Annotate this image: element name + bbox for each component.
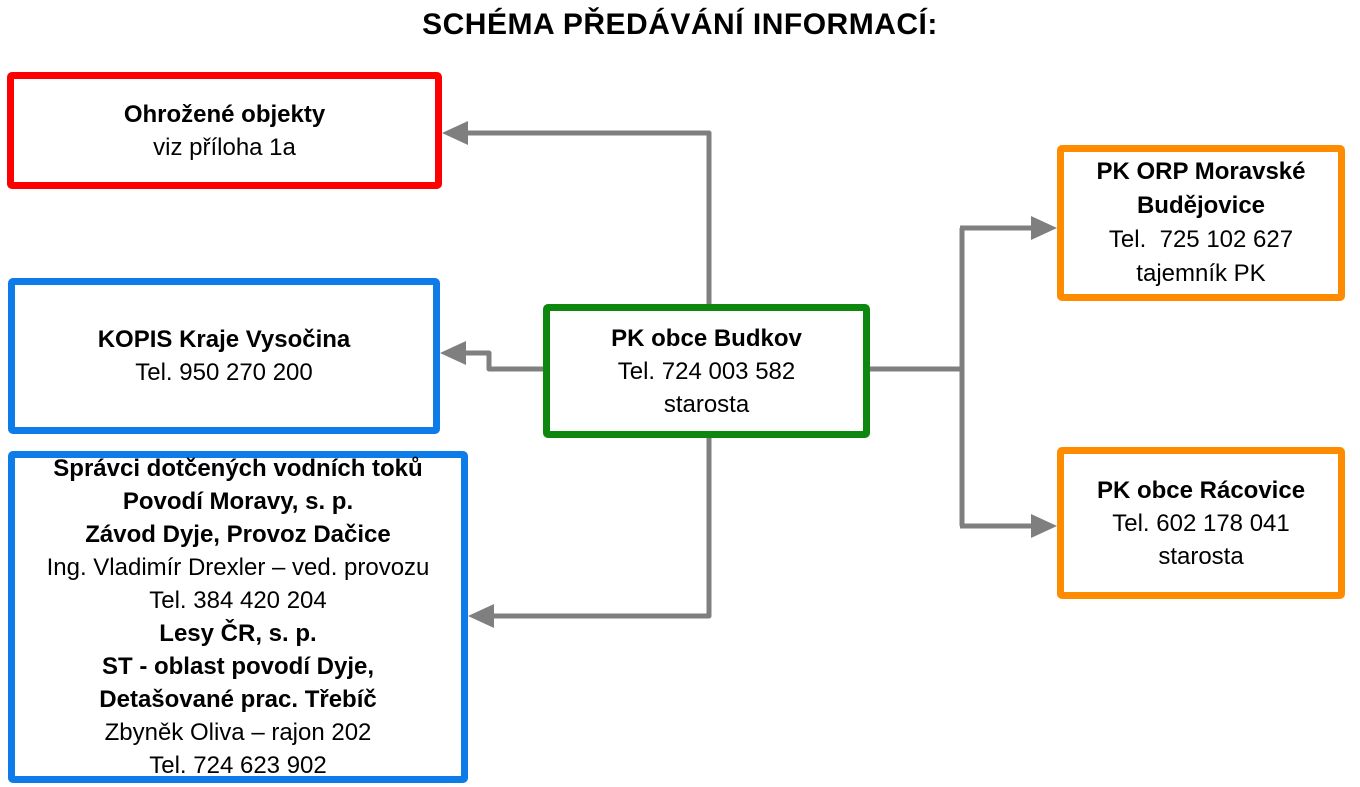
connector-budkov-to-kopis	[462, 350, 543, 372]
box-spravci-line: ST - oblast povodí Dyje,	[101, 653, 375, 680]
box-racovice-role: starosta	[1158, 542, 1244, 570]
connector-budkov-to-ohrozene	[464, 130, 712, 305]
arrowhead-left-ohrozene-icon	[442, 121, 468, 145]
box-spravci-line: Správci dotčených vodních toků	[53, 455, 423, 482]
diagram-title: SCHÉMA PŘEDÁVÁNÍ INFORMACÍ:	[422, 8, 938, 41]
box-spravci-line: Detašované prac. Třebíč	[99, 686, 377, 713]
box-spravci-line: Závod Dyje, Provoz Dačice	[85, 521, 391, 548]
box-kopis: KOPIS Kraje Vysočina Tel. 950 270 200	[8, 278, 440, 434]
box-pk-orp-moravske-budejovice: PK ORP Moravské Budějovice Tel. 725 102 …	[1057, 145, 1345, 301]
box-spravci-line: Zbyněk Oliva – rajon 202	[104, 719, 372, 746]
box-pk-obce-budkov: PK obce Budkov Tel. 724 003 582 starosta	[543, 304, 870, 438]
box-budkov-title: PK obce Budkov	[611, 324, 802, 352]
box-racovice-phone: Tel. 602 178 041	[1112, 509, 1290, 537]
box-racovice-title: PK obce Rácovice	[1096, 476, 1306, 504]
arrowhead-left-kopis-icon	[440, 341, 466, 365]
box-spravci-toku: Správci dotčených vodních toků Povodí Mo…	[8, 451, 468, 783]
box-spravci-line: Ing. Vladimír Drexler – ved. provozu	[46, 554, 430, 581]
box-spravci-line: Tel. 724 623 902	[149, 752, 327, 779]
box-ohrozene-objekty: Ohrožené objekty viz příloha 1a	[7, 72, 442, 189]
box-ohrozene-title: Ohrožené objekty	[123, 100, 326, 128]
box-spravci-line: Lesy ČR, s. p.	[159, 620, 317, 647]
arrowhead-right-orp-icon	[1031, 216, 1057, 240]
box-spravci-line: Povodí Moravy, s. p.	[122, 488, 354, 515]
box-orp-title: PK ORP Moravské Budějovice	[1096, 158, 1313, 219]
box-kopis-title: KOPIS Kraje Vysočina	[97, 326, 351, 353]
box-ohrozene-subtitle: viz příloha 1a	[153, 133, 296, 161]
box-orp-phone: Tel. 725 102 627	[1108, 226, 1294, 253]
box-pk-obce-racovice: PK obce Rácovice Tel. 602 178 041 staros…	[1057, 447, 1345, 599]
box-budkov-phone: Tel. 724 003 582	[617, 357, 796, 385]
arrowhead-left-spravci-icon	[468, 604, 494, 628]
box-budkov-role: starosta	[663, 390, 750, 418]
connector-budkov-to-spravci	[490, 437, 712, 619]
box-kopis-phone: Tel. 950 270 200	[135, 359, 313, 386]
box-orp-role: tajemník PK	[1136, 260, 1266, 287]
arrowhead-right-racovice-icon	[1031, 514, 1057, 538]
box-spravci-line: Tel. 384 420 204	[149, 587, 327, 614]
